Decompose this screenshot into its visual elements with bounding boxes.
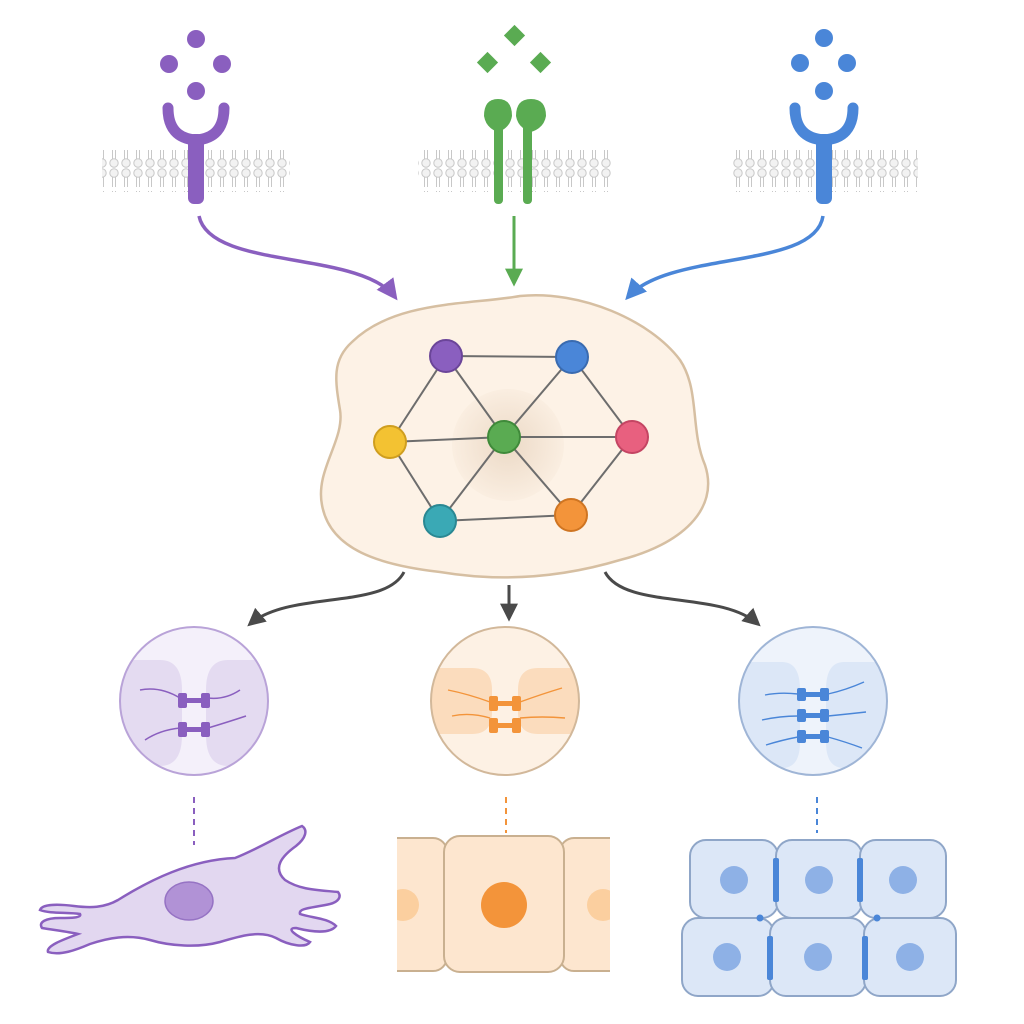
network-node-blue: [555, 340, 589, 374]
arrow-purple-to-hub: [197, 215, 398, 301]
membrane-middle: [418, 150, 612, 192]
mesenchymal-nucleus: [164, 881, 214, 921]
ligand-circle: [815, 82, 833, 100]
epithelial-sheet: [681, 839, 957, 997]
network-node-purple: [429, 339, 463, 373]
y-receptor-purple: [160, 30, 231, 204]
y-receptor-blue: [789, 29, 859, 204]
ligand-diamond: [503, 24, 526, 47]
network-node-pink: [615, 420, 649, 454]
ligand-circle: [213, 55, 231, 73]
arrow-hub-to-blue-junction: [603, 571, 761, 627]
ligand-circle: [815, 29, 833, 47]
ligand-circle: [838, 54, 856, 72]
ligand-circle: [187, 30, 205, 48]
cuboidal-nucleus: [481, 882, 527, 928]
cuboidal-cells: [397, 835, 610, 973]
network-node-teal: [423, 504, 457, 538]
ligand-circle: [160, 55, 178, 73]
arrow-hub-to-purple-junction: [247, 571, 406, 627]
ligand-circle: [791, 54, 809, 72]
ligand-circle: [187, 82, 205, 100]
orange-junction: [430, 626, 580, 776]
network-node-green: [487, 420, 521, 454]
network-node-orange: [554, 498, 588, 532]
ligand-diamond: [529, 51, 552, 74]
mesenchymal-cell: [38, 824, 341, 955]
ligand-diamond: [476, 51, 499, 74]
purple-junction: [119, 626, 269, 776]
arrow-blue-to-hub: [625, 215, 825, 301]
blue-junction: [738, 626, 888, 776]
network-node-yellow: [373, 425, 407, 459]
